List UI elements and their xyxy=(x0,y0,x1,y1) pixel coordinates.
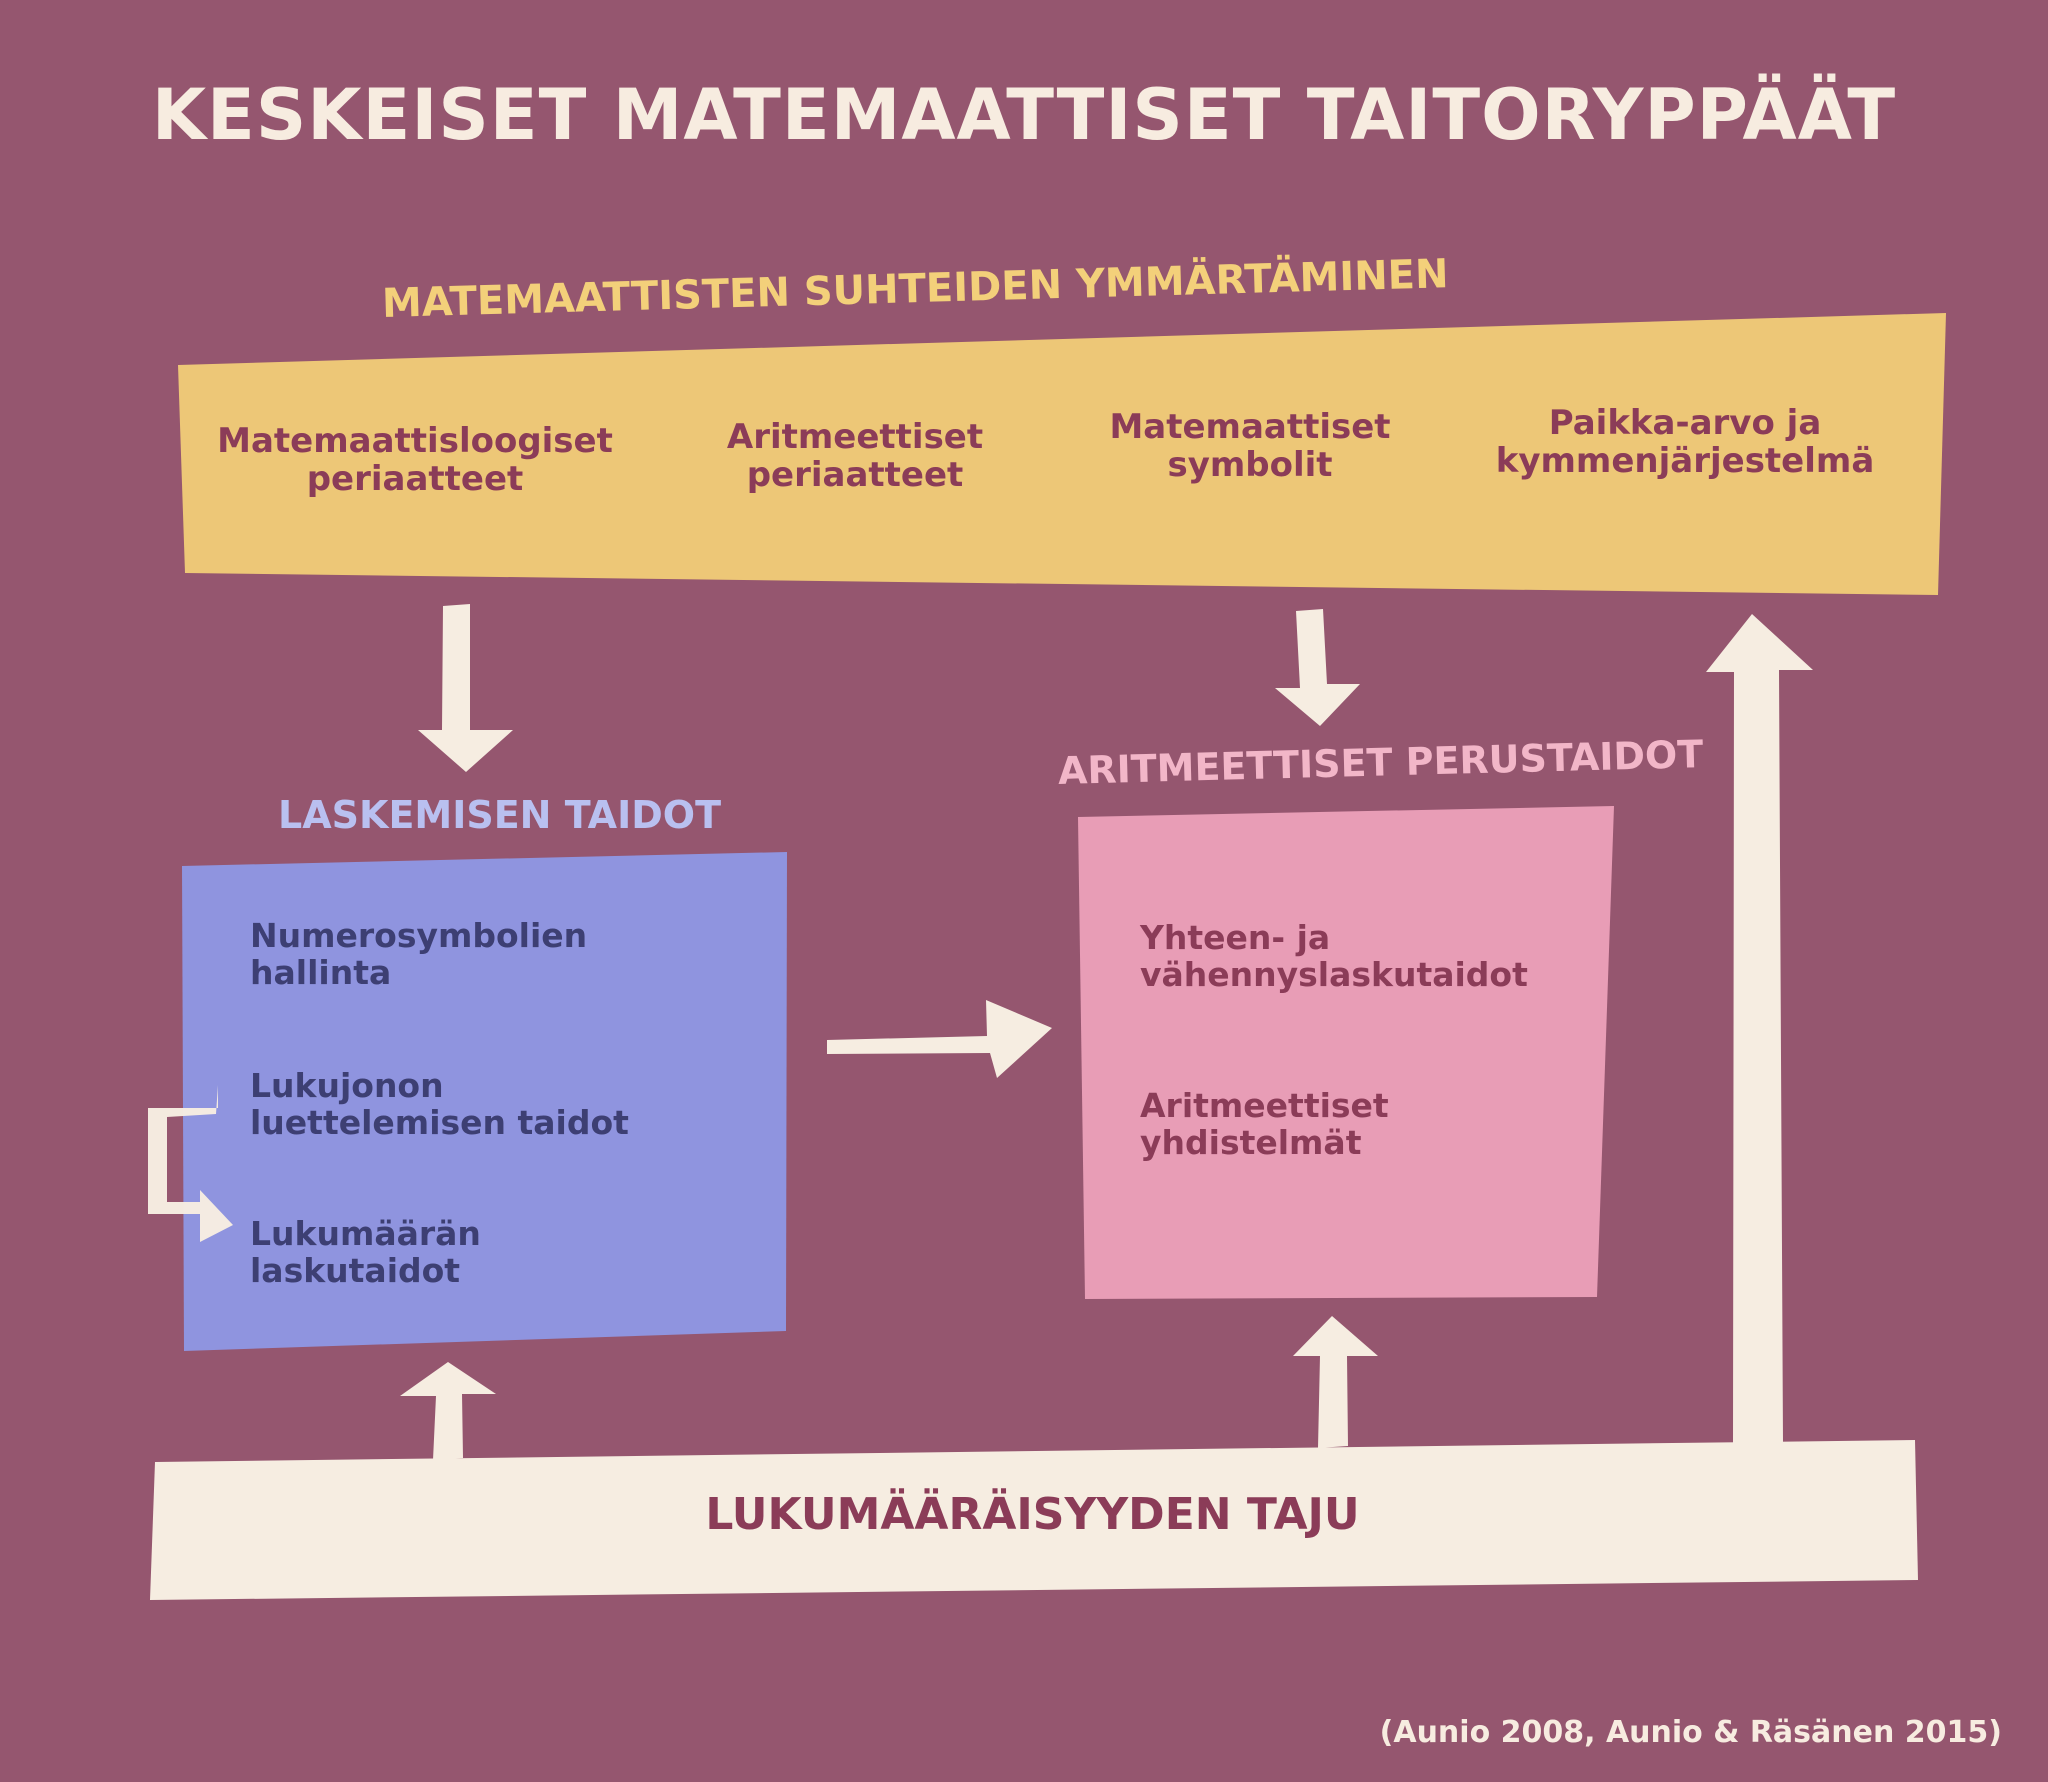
counting-heading: LASKEMISEN TAIDOT xyxy=(278,793,721,837)
citation: (Aunio 2008, Aunio & Räsänen 2015) xyxy=(1379,1715,2002,1750)
number-sense-label: LUKUMÄÄRÄISYYDEN TAJU xyxy=(705,1489,1360,1540)
relations-item-math-symbols: Matemaattiset symbolit xyxy=(1109,407,1391,486)
arrow-base-to-counting xyxy=(400,1362,496,1460)
relations-item-place-value: Paikka-arvo ja kymmenjärjestelmä xyxy=(1495,403,1875,482)
arrow-base-to-arithmetic xyxy=(1293,1316,1378,1448)
relations-item-logical-principles: Matemaattisloogiset periaatteet xyxy=(217,421,613,500)
arrow-counting-to-arithmetic xyxy=(827,1000,1052,1078)
arithmetic-skills-box xyxy=(1078,806,1614,1299)
arrow-sequence-to-enumeration xyxy=(148,1085,233,1242)
arrow-base-to-relations xyxy=(1706,614,1813,1446)
arithmetic-item-add-subtract: Yhteen- ja vähennyslaskutaidot xyxy=(1140,918,1528,994)
counting-item-number-symbols: Numerosymbolien hallinta xyxy=(250,916,588,992)
arithmetic-item-combinations: Aritmeettiset yhdistelmät xyxy=(1140,1086,1389,1162)
relations-item-arithmetic-principles: Aritmeettiset periaatteet xyxy=(726,417,984,496)
arrow-relations-to-arithmetic xyxy=(1275,609,1360,726)
counting-item-number-sequence: Lukujonon luettelemisen taidot xyxy=(250,1066,629,1142)
arrow-relations-to-counting xyxy=(418,604,513,772)
counting-item-enumeration: Lukumäärän laskutaidot xyxy=(250,1214,481,1290)
number-sense-band xyxy=(150,1440,1918,1600)
counting-skills-box xyxy=(182,852,787,1351)
relations-band xyxy=(178,313,1946,595)
diagram-title: KESKEISET MATEMAATTISET TAITORYPPÄÄT xyxy=(151,74,1897,156)
